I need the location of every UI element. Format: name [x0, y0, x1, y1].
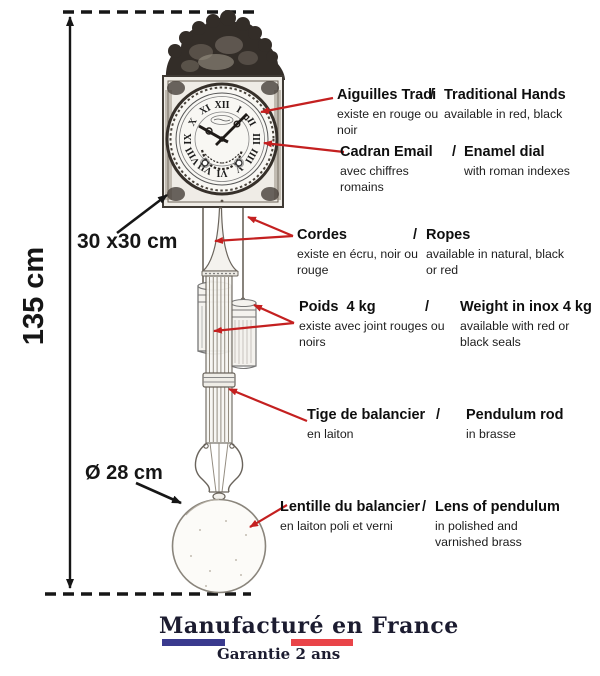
annotation-en-title: Weight in inox 4 kg [460, 299, 592, 315]
annotation-separator: / [436, 407, 441, 423]
clock-dial: XII I II III IIII V VI VII VIII IX X XI [165, 82, 279, 196]
annotation-fr-title: Cordes [297, 227, 347, 243]
arrow-rod [228, 387, 308, 423]
annotation-fr-title: Poids 4 kg [299, 299, 376, 315]
pendulum-lyre [194, 442, 244, 501]
arrow-dial [263, 140, 345, 154]
numeral-1: I [234, 104, 243, 116]
annotation-en-sub: in polished and varnished brass [435, 519, 522, 550]
rod-collar [202, 372, 236, 388]
head-size-label: 30 x30 cm [77, 230, 178, 253]
annotation-fr-title: Cadran Email [340, 144, 433, 160]
numeral-9: IX [183, 133, 194, 145]
annotation-fr-sub: existe avec joint rouges ou noirs [299, 319, 445, 350]
annotation-fr-title: Tige de balancier [307, 407, 426, 423]
arrow-hands [260, 96, 334, 114]
annotation-en-sub: with roman indexes [464, 164, 570, 179]
annotation-fr-title: Lentille du balancier [280, 499, 421, 515]
annotation-fr-sub: avec chiffres romains [340, 164, 409, 195]
pendulum-suspension-spatula [201, 207, 239, 277]
weight-right [230, 297, 257, 370]
annotation-en-title: Pendulum rod [466, 407, 564, 423]
clock-drawing: XII I II III IIII V VI VII VIII IX X XI [162, 10, 285, 594]
annotation-fr-sub: existe en rouge ou noir [337, 107, 439, 138]
numeral-12: XII [214, 100, 229, 111]
annotation-fr-sub: en laiton [307, 427, 354, 442]
pendulum-lens [171, 498, 267, 594]
head-size-arrow [116, 193, 168, 235]
arrow-rope-left [214, 234, 294, 244]
annotation-separator: / [430, 87, 435, 103]
annotation-arrows [213, 96, 345, 528]
annotation-en-title: Lens of pendulum [435, 499, 560, 515]
arrow-weight-left [213, 321, 295, 334]
signature-squiggle [213, 118, 231, 122]
clock-hands [198, 113, 250, 146]
numeral-3: III [250, 133, 261, 145]
brand-wordmark: Manufacturé en France [159, 613, 459, 639]
pendulum-rod [202, 275, 236, 444]
annotation-separator: / [422, 499, 427, 515]
arrow-lens [249, 504, 288, 528]
annotation-en-sub: in brasse [466, 427, 516, 442]
annotation-en-sub: available in natural, black or red [426, 247, 565, 278]
warranty-label: Garantie 2 ans [217, 645, 341, 663]
french-flag-red-bar [291, 639, 353, 646]
clock-pediment [165, 10, 285, 80]
annotation-fr-title: Aiguilles Tradi [337, 87, 437, 103]
annotation-en-sub: available with red or black seals [460, 319, 570, 350]
annotation-en-title: Ropes [426, 227, 471, 243]
annotation-fr-sub: existe en écru, noir ou rouge [297, 247, 418, 278]
lens-diameter-arrow [135, 481, 182, 505]
annotation-en-title: Traditional Hands [444, 87, 566, 103]
height-dimension-label: 135 cm [18, 246, 50, 346]
french-flag-blue-bar [162, 639, 225, 646]
annotation-separator: / [452, 144, 457, 160]
annotation-fr-sub: en laiton poli et verni [280, 519, 393, 534]
arrow-rope-right [247, 215, 294, 238]
numeral-6: VI [216, 167, 227, 178]
winding-holes [200, 158, 244, 168]
annotation-en-title: Enamel dial [464, 144, 545, 160]
lens-diameter-label: Ø 28 cm [85, 462, 163, 484]
annotation-separator: / [413, 227, 418, 243]
annotation-separator: / [425, 299, 430, 315]
numeral-11: XI [198, 102, 213, 117]
arrow-weight-right [253, 303, 295, 325]
dial-signature-cartouche [210, 115, 234, 125]
annotation-en-sub: available in red, black [444, 107, 563, 122]
